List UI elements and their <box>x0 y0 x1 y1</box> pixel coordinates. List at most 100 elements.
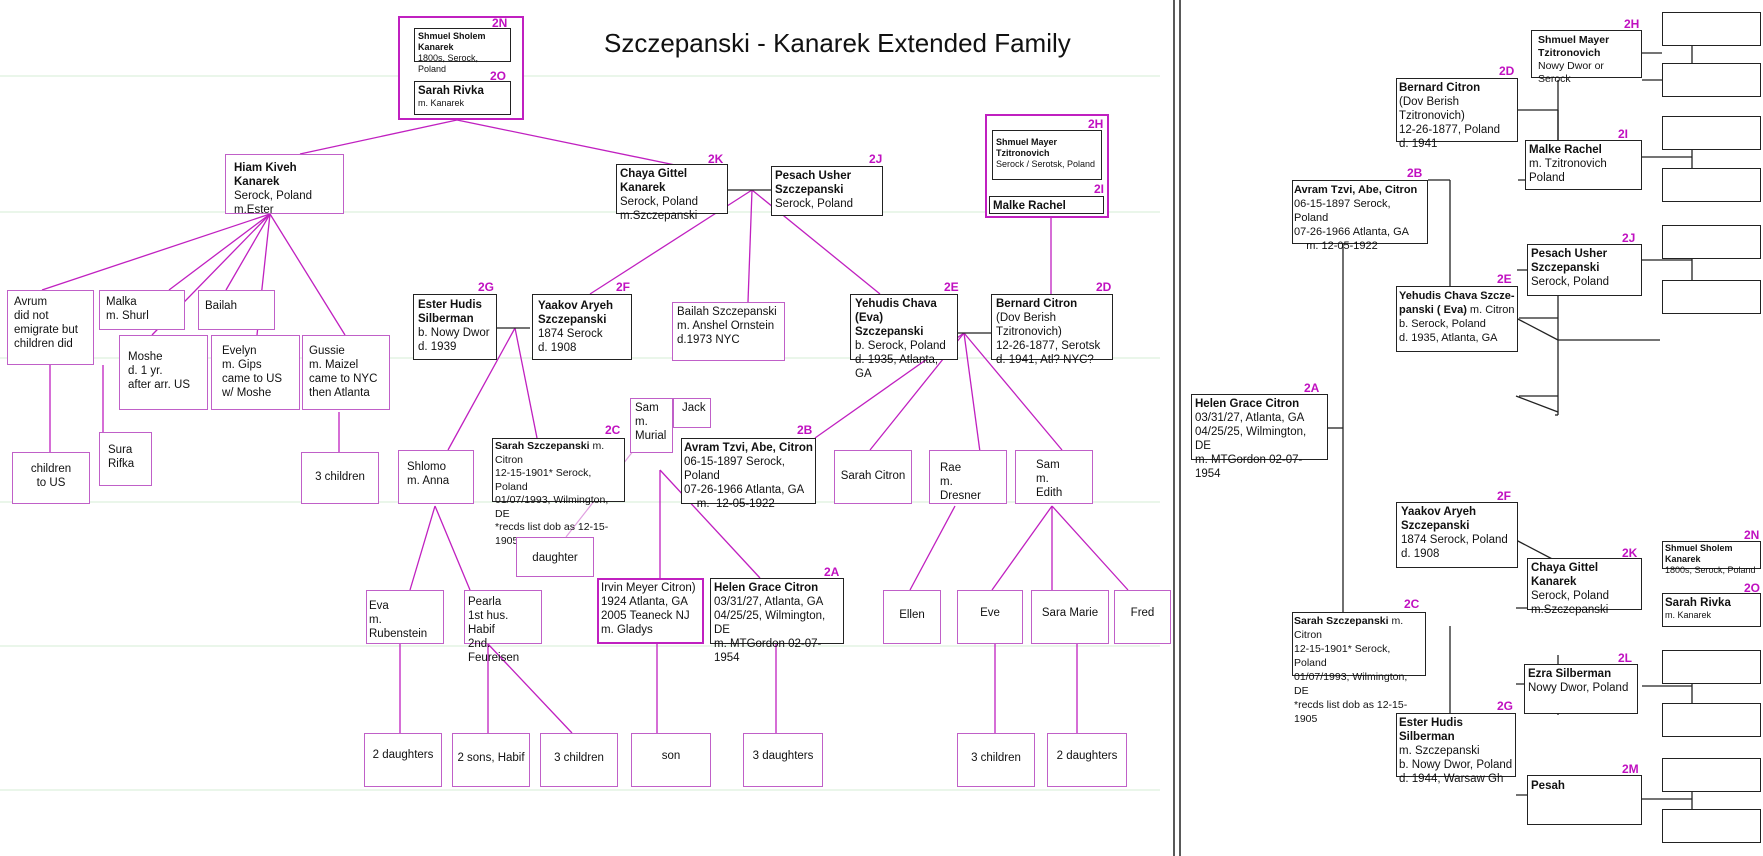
person-detail: d. 1935, Atlanta, GA <box>855 354 939 380</box>
pedigree-ezra[interactable]: Ezra Silberman Nowy Dwor, Poland <box>1524 664 1638 714</box>
code-label: 2H <box>1624 17 1640 31</box>
pedigree-shmuel-mayer[interactable]: Shmuel Mayer Tzitronovich Nowy Dwor or S… <box>1531 30 1642 85</box>
person-detail: Serock, Poland <box>1531 276 1609 288</box>
person-bailah-szczepanski[interactable]: Bailah Szczepanski m. Anshel Ornstein d.… <box>672 302 785 361</box>
pedigree-sarah-rivka[interactable]: Sarah Rivka m. Kanarek <box>1662 593 1761 627</box>
pedigree-bernard[interactable]: Bernard Citron (Dov Berish Tzitronovich)… <box>1396 78 1518 150</box>
pedigree-pesah[interactable]: Pesah <box>1527 775 1642 825</box>
pedigree-malke[interactable]: Malke Rachel m. Tzitronovich Poland <box>1525 140 1642 190</box>
person-detail: d. 1941, Atl? NYC? <box>996 354 1094 366</box>
person-bailah-kanarek[interactable]: Bailah <box>198 290 275 330</box>
person-sarah-citron[interactable]: Sarah Citron <box>834 450 912 504</box>
empty-ancestor-slot[interactable] <box>1662 12 1761 46</box>
person-daughter[interactable]: daughter <box>516 537 594 577</box>
person-yehudis-chava[interactable]: Yehudis Chava (Eva) Szczepanski b. Seroc… <box>850 294 958 380</box>
person-fred[interactable]: Fred <box>1114 590 1171 644</box>
person-malka[interactable]: Malka m. Shurl <box>99 290 185 330</box>
person-avrum[interactable]: Avrum did not emigrate but children did <box>7 290 94 365</box>
person-name-suffix: m. Citron <box>495 440 605 466</box>
person-name: Helen Grace Citron <box>714 582 819 594</box>
person-eve[interactable]: Eve <box>957 590 1023 644</box>
person-name: Shmuel Sholem Kanarek <box>418 31 486 52</box>
person-malke-rachel[interactable]: Malke Rachel <box>989 196 1104 214</box>
pedigree-pesach[interactable]: Pesach Usher Szczepanski Serock, Poland <box>1527 244 1642 296</box>
person-sam-murial[interactable]: Sam m. Murial <box>630 398 673 453</box>
pedigree-helen[interactable]: Helen Grace Citron 03/31/27, Atlanta, GA… <box>1191 394 1328 480</box>
person-sura-rifka[interactable]: Sura Rifka <box>99 432 152 486</box>
person-shmuel-sholem-kanarek[interactable]: Shmuel Sholem Kanarek 1800s, Serock, Pol… <box>414 28 511 74</box>
person-pearla-children[interactable]: 3 children <box>540 733 618 787</box>
person-rae[interactable]: Rae m. Dresner <box>929 450 1007 504</box>
person-sarah-szczepanski[interactable]: Sarah Szczepanski m. Citron 12-15-1901* … <box>492 438 625 547</box>
person-helen-daughters[interactable]: 3 daughters <box>743 733 823 787</box>
person-line: Avrum <box>14 296 48 308</box>
person-detail: *recds list dob as 12-15-1905 <box>1294 699 1408 725</box>
person-pearla-sons[interactable]: 2 sons, Habif <box>452 733 530 787</box>
person-hiam-kiveh-kanarek[interactable]: Hiam Kiveh Kanarek Serock, Poland m.Este… <box>225 154 344 216</box>
person-detail: 06-15-1897 Serock, Poland <box>684 456 786 482</box>
person-detail: Serock, Poland <box>775 198 853 210</box>
person-name-suffix: m. Citron <box>1294 615 1404 641</box>
person-gussie-children[interactable]: 3 children <box>301 452 379 504</box>
empty-ancestor-slot[interactable] <box>1662 650 1761 684</box>
person-name: Avram Tzvi, Abe, Citron <box>684 442 813 454</box>
person-name: Sarah Szczepanski <box>1294 615 1389 627</box>
person-evelyn[interactable]: Evelyn m. Gips came to US w/ Moshe <box>211 335 300 410</box>
person-eve-children[interactable]: 3 children <box>957 733 1035 787</box>
empty-ancestor-slot[interactable] <box>1662 809 1761 843</box>
person-detail: 07-26-1966 Atlanta, GA <box>1294 226 1409 238</box>
person-yaakov-aryeh[interactable]: Yaakov Aryeh Szczepanski 1874 Serock d. … <box>532 294 632 360</box>
empty-ancestor-slot[interactable] <box>1662 280 1761 314</box>
pedigree-sarah[interactable]: Sarah Szczepanski m. Citron 12-15-1901* … <box>1292 612 1426 725</box>
empty-ancestor-slot[interactable] <box>1662 168 1761 202</box>
empty-ancestor-slot[interactable] <box>1662 703 1761 737</box>
person-bernard-citron[interactable]: Bernard Citron (Dov Berish Tzitronovich)… <box>991 294 1113 366</box>
person-avram-tzvi[interactable]: Avram Tzvi, Abe, Citron 06-15-1897 Seroc… <box>681 438 816 510</box>
person-sam-edith[interactable]: Sam m. Edith <box>1015 450 1093 504</box>
person-sarah-rivka[interactable]: Sarah Rivka m. Kanarek <box>414 81 511 115</box>
person-line: 2 sons, Habif <box>457 752 525 764</box>
pedigree-yehudis[interactable]: Yehudis Chava Szcze-panski ( Eva) m. Cit… <box>1396 286 1518 352</box>
person-irvin[interactable]: Irvin Meyer Citron) 1924 Atlanta, GA 200… <box>597 578 704 644</box>
person-line: m. <box>635 416 648 428</box>
person-irvin-son[interactable]: son <box>631 733 711 787</box>
person-shlomo[interactable]: Shlomo m. Anna <box>398 450 474 504</box>
person-line: 2nd. Feureisen <box>468 638 520 664</box>
person-helen-grace[interactable]: Helen Grace Citron 03/31/27, Atlanta, GA… <box>710 578 844 664</box>
person-detail: m. Kanarek <box>1665 610 1712 620</box>
person-eva-daughters[interactable]: 2 daughters <box>364 733 442 787</box>
pedigree-ester[interactable]: Ester Hudis Silberman m. Szczepanski b. … <box>1396 713 1516 785</box>
person-ester-hudis[interactable]: Ester Hudis Silberman b. Nowy Dwor d. 19… <box>413 294 497 360</box>
person-eva-rubenstein[interactable]: Eva m. Rubenstein <box>366 590 444 644</box>
person-line: Eve <box>980 607 1000 619</box>
pedigree-avram[interactable]: Avram Tzvi, Abe, Citron 06-15-1897 Seroc… <box>1292 180 1428 252</box>
pedigree-yaakov[interactable]: Yaakov Aryeh Szczepanski 1874 Serock, Po… <box>1396 502 1518 568</box>
person-gussie[interactable]: Gussie m. Maizel came to NYC then Atlant… <box>302 335 390 410</box>
code-label: 2I <box>1618 127 1629 141</box>
person-line: Fred <box>1130 607 1155 619</box>
person-ellen[interactable]: Ellen <box>883 590 941 644</box>
person-line: Rifka <box>108 458 135 470</box>
person-shmuel-mayer[interactable]: Shmuel Mayer Tzitronovich Serock / Serot… <box>992 130 1102 180</box>
empty-ancestor-slot[interactable] <box>1662 758 1761 792</box>
person-name: Sarah Rivka <box>1665 597 1731 609</box>
pedigree-chaya[interactable]: Chaya Gittel Kanarek Serock, Poland m.Sz… <box>1527 558 1642 616</box>
person-saramarie-daughters[interactable]: 2 daughters <box>1047 733 1127 787</box>
person-detail: 12-15-1901* Serock, Poland <box>1294 643 1391 669</box>
person-pesach-usher[interactable]: Pesach Usher Szczepanski Serock, Poland <box>771 166 883 216</box>
person-chaya-gittel-kanarek[interactable]: Chaya Gittel Kanarek Serock, Poland m.Sz… <box>616 164 728 222</box>
empty-ancestor-slot[interactable] <box>1662 225 1761 259</box>
person-line: m. Anshel Ornstein <box>677 320 775 332</box>
person-jack[interactable]: Jack <box>673 398 711 428</box>
pedigree-shmuel-sholem[interactable]: Shmuel Sholem Kanarek 1800s, Serock, Pol… <box>1662 541 1761 575</box>
person-detail: 12-15-1901* Serock, Poland <box>495 467 592 493</box>
person-moshe[interactable]: Moshe d. 1 yr. after arr. US <box>119 335 208 410</box>
person-sara-marie[interactable]: Sara Marie <box>1031 590 1109 644</box>
person-children-to-us[interactable]: children to US <box>12 452 90 504</box>
person-line: children did <box>14 338 73 350</box>
empty-ancestor-slot[interactable] <box>1662 63 1761 97</box>
code-label: 2N <box>1744 528 1760 542</box>
person-line: 2005 Teaneck NJ <box>601 610 690 622</box>
empty-ancestor-slot[interactable] <box>1662 116 1761 150</box>
person-pearla[interactable]: Pearla 1st hus. Habif 2nd. Feureisen <box>464 590 542 664</box>
